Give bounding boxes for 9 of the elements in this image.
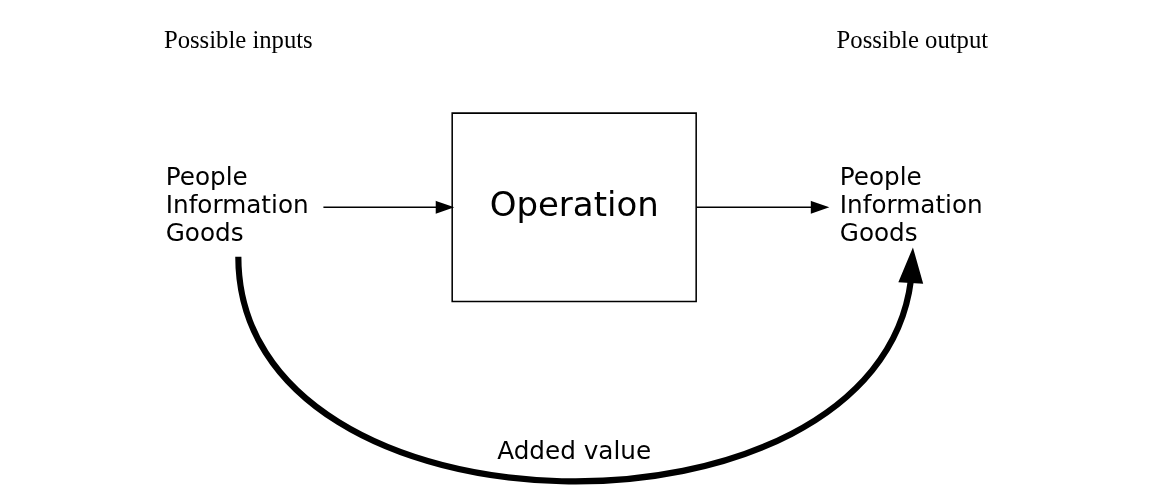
label: Possible inputs	[163, 25, 313, 53]
arrow	[235, 247, 924, 485]
node-box: Operation	[451, 112, 697, 303]
arrow	[695, 200, 830, 214]
label: Possible output	[836, 25, 989, 53]
node-text: People Information Goods	[839, 162, 983, 247]
edge-label: Added value	[497, 435, 652, 465]
arrow	[322, 200, 455, 214]
node-text: People Information Goods	[165, 162, 309, 247]
